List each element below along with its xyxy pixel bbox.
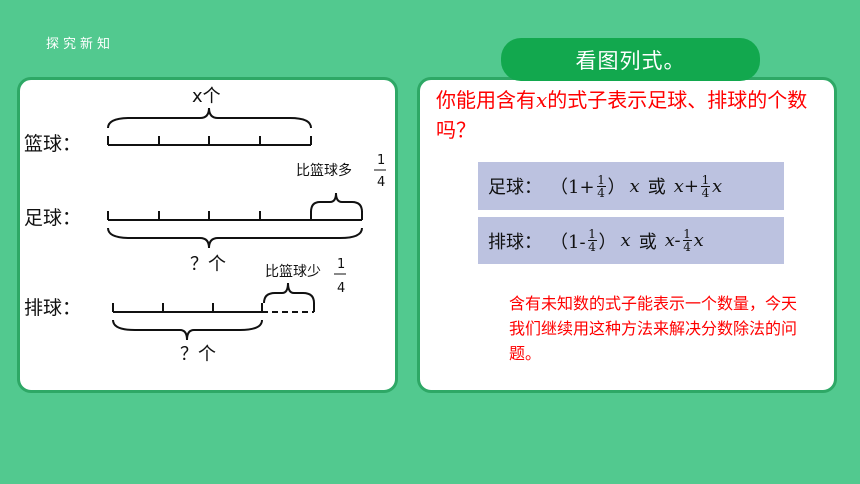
volleyball-less-brace xyxy=(263,282,315,304)
basketball-brace xyxy=(107,107,312,129)
soccer-frac-num: 1 xyxy=(377,153,385,168)
soccer-total-brace xyxy=(107,227,363,249)
volleyball-count: ？个 xyxy=(180,344,216,365)
soccer-count: ？个 xyxy=(190,254,226,275)
soccer-extra-brace xyxy=(310,192,363,213)
volleyball-total-brace xyxy=(112,319,263,341)
volleyball-frac-num: 1 xyxy=(337,257,345,272)
soccer-label: 足球： xyxy=(24,207,81,229)
volleyball-label: 排球： xyxy=(24,297,81,319)
diagram-panel xyxy=(17,77,398,393)
basketball-count: x个 xyxy=(192,86,221,107)
header-pill: 看图列式。 xyxy=(501,38,760,81)
section-tag: 探究新知 xyxy=(46,37,115,52)
volleyball-less-label: 比篮球少 xyxy=(265,264,321,280)
question-text: 你能用含有x的式子表示足球、排球的个数吗？ xyxy=(436,88,808,142)
basketball-label: 篮球： xyxy=(24,133,81,155)
volleyball-frac-den: 4 xyxy=(337,281,345,296)
soccer-more-label: 比篮球多 xyxy=(296,162,352,179)
soccer-frac-den: 4 xyxy=(377,175,385,190)
summary-note: 含有未知数的式子能表示一个数量，今天我们继续用这种方法来解决分数除法的问题。 xyxy=(509,294,798,363)
